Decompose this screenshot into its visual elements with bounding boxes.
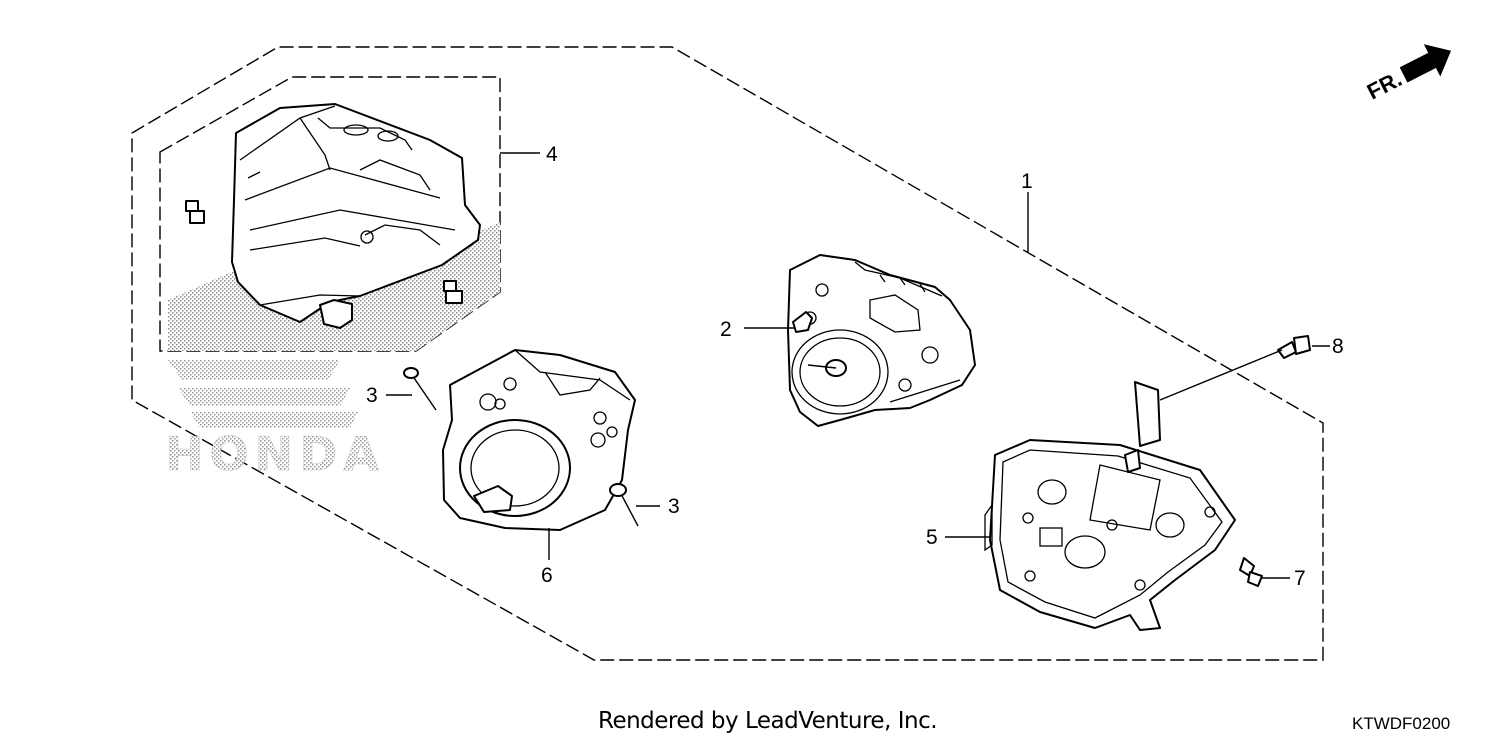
front-label: FR. bbox=[1363, 66, 1406, 104]
callout-3-left: 3 bbox=[366, 384, 378, 407]
part-4-screws bbox=[185, 200, 463, 304]
callout-6: 6 bbox=[541, 564, 553, 587]
diagram-code: KTWDF0200 bbox=[1352, 714, 1451, 733]
part-3-pins bbox=[403, 367, 639, 527]
leader-lines bbox=[386, 152, 1330, 579]
callout-2: 2 bbox=[720, 318, 732, 341]
part-7-screw bbox=[1239, 557, 1263, 587]
part-2-meter-unit bbox=[787, 254, 976, 427]
callout-4: 4 bbox=[546, 143, 558, 166]
part-8-screw bbox=[1277, 335, 1311, 359]
front-arrow-icon bbox=[1399, 44, 1452, 83]
callout-7: 7 bbox=[1294, 567, 1306, 590]
part-6-meter-visor bbox=[442, 349, 636, 531]
front-direction-indicator: FR. bbox=[1363, 44, 1452, 104]
callout-5: 5 bbox=[926, 526, 938, 549]
part-5-meter-case bbox=[984, 381, 1236, 631]
callout-1: 1 bbox=[1021, 170, 1033, 193]
assembly-outline bbox=[131, 46, 1324, 661]
render-credit: Rendered by LeadVenture, Inc. bbox=[598, 708, 938, 734]
callout-8: 8 bbox=[1332, 335, 1344, 358]
honda-watermark-text: HONDA bbox=[165, 427, 385, 481]
honda-watermark: HONDA bbox=[165, 360, 385, 481]
part-4-meter-cover bbox=[168, 103, 500, 351]
callout-3-right: 3 bbox=[668, 495, 680, 518]
